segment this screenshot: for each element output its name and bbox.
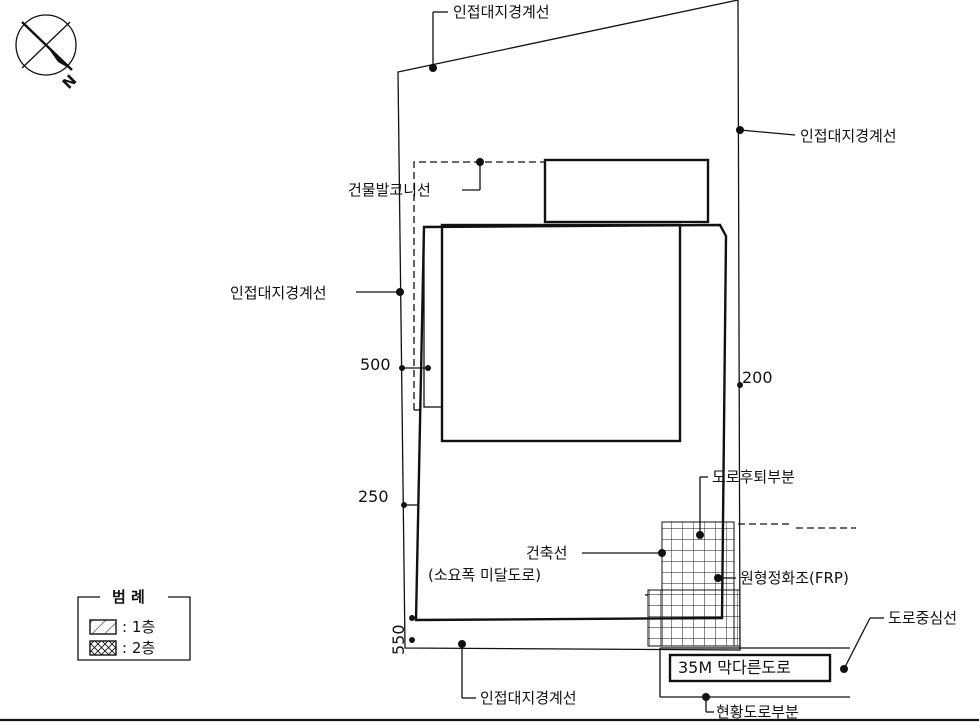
legend-swatch-floor-2 [89,640,117,656]
floor-2-footprint [440,223,682,443]
dimension-250: 250 [358,487,389,506]
label-road-name: 35M 막다른도로 [678,658,791,677]
legend-swatch-floor-1 [89,619,117,635]
label-road-note: (소요폭 미달도로) [428,566,541,584]
floor-2-top-block [543,158,710,224]
legend-title: 범 례 [112,588,145,606]
label-left-boundary: 인접대지경계선 [230,284,327,302]
dimension-550: 550 [389,624,408,655]
legend-label-floor-1: : 1층 [122,618,155,636]
label-bottom-boundary: 인접대지경계선 [480,689,577,707]
lot-boundary [397,0,741,651]
label-right-boundary: 인접대지경계선 [800,127,897,145]
balcony-line [413,161,545,410]
legend: 범 례 : 1층 : 2층 [77,588,191,661]
north-arrow-icon: N [15,14,81,93]
north-label: N [59,71,81,93]
label-building-line: 건축선 [526,544,567,562]
road-setback-grid [645,521,856,647]
dimension-200: 200 [742,368,773,387]
label-existing-road: 현황도로부분 [716,703,799,721]
label-road-retreat: 도로후퇴부분 [712,468,795,486]
label-top-boundary: 인접대지경계선 [453,3,550,21]
label-balcony-line: 건물발코니선 [348,181,431,199]
road-name-box [668,653,832,683]
label-road-center: 도로중심선 [888,609,957,627]
label-septic-tank: 원형정화조(FRP) [740,569,849,587]
dimension-500: 500 [360,355,391,374]
legend-label-floor-2: : 2층 [122,639,155,657]
